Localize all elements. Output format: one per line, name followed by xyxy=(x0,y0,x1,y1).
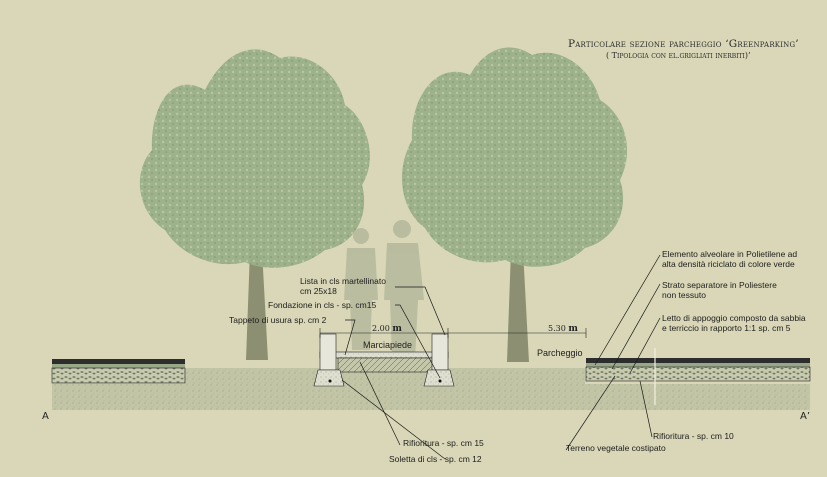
label-lista-line2: cm 25x18 xyxy=(300,286,337,296)
label-rifioritura-left: Rifioritura - sp. cm 15 xyxy=(403,438,484,448)
label-tappeto: Tappeto di usura sp. cm 2 xyxy=(229,315,327,325)
label-strato: Strato separatore in Poliestere non tess… xyxy=(662,280,777,300)
area-parking: Parcheggio xyxy=(537,348,583,358)
dimension-parking-value: 5.30 xyxy=(548,324,566,333)
label-soletta: Soletta di cls - sp. cm 12 xyxy=(389,454,482,464)
label-strato-line1: Strato separatore in Poliestere xyxy=(662,280,777,290)
dimension-sidewalk: 2.00 m xyxy=(372,324,402,334)
tree-left xyxy=(139,49,370,360)
label-letto: Letto di appoggio composto da sabbia e t… xyxy=(662,313,806,333)
dimension-lines xyxy=(319,328,587,338)
label-rifioritura-right: Rifioritura - sp. cm 10 xyxy=(653,431,734,441)
ground xyxy=(52,368,810,410)
label-elemento: Elemento alveolare in Polietilene ad alt… xyxy=(662,249,797,269)
label-strato-line2: non tessuto xyxy=(662,290,706,300)
dimension-sidewalk-unit: m xyxy=(392,324,402,334)
parking-strip-right xyxy=(585,348,811,405)
label-lista-line1: Lista in cls martellinato xyxy=(300,276,386,286)
drawing-title: Particolare sezione parcheggio ‘Greenpar… xyxy=(568,38,799,50)
sidewalk-section xyxy=(313,333,455,387)
dimension-parking: 5.30 m xyxy=(548,324,578,334)
section-mark-left: A xyxy=(42,411,49,422)
label-elemento-line2: alta densità riciclato di colore verde xyxy=(662,259,795,269)
area-sidewalk: Marciapiede xyxy=(363,340,413,350)
label-terreno: Terreno vegetale costipato xyxy=(566,443,666,453)
parking-strip-left xyxy=(51,359,186,384)
label-lista: Lista in cls martellinato cm 25x18 xyxy=(300,276,386,296)
section-mark-right: A’ xyxy=(800,411,811,422)
label-fondazione: Fondazione in cls - sp. cm15 xyxy=(268,300,377,310)
leader-lines xyxy=(341,254,661,460)
drawing-subtitle: ( Tipologia con el.grigliati inerbiti)’ xyxy=(606,51,751,60)
label-letto-line2: e terriccio in rapporto 1:1 sp. cm 5 xyxy=(662,323,791,333)
label-elemento-line1: Elemento alveolare in Polietilene ad xyxy=(662,249,798,259)
label-letto-line1: Letto di appoggio composto da sabbia xyxy=(662,313,806,323)
tree-right xyxy=(402,47,628,362)
dimension-parking-unit: m xyxy=(568,324,578,334)
dimension-sidewalk-value: 2.00 xyxy=(372,324,390,333)
